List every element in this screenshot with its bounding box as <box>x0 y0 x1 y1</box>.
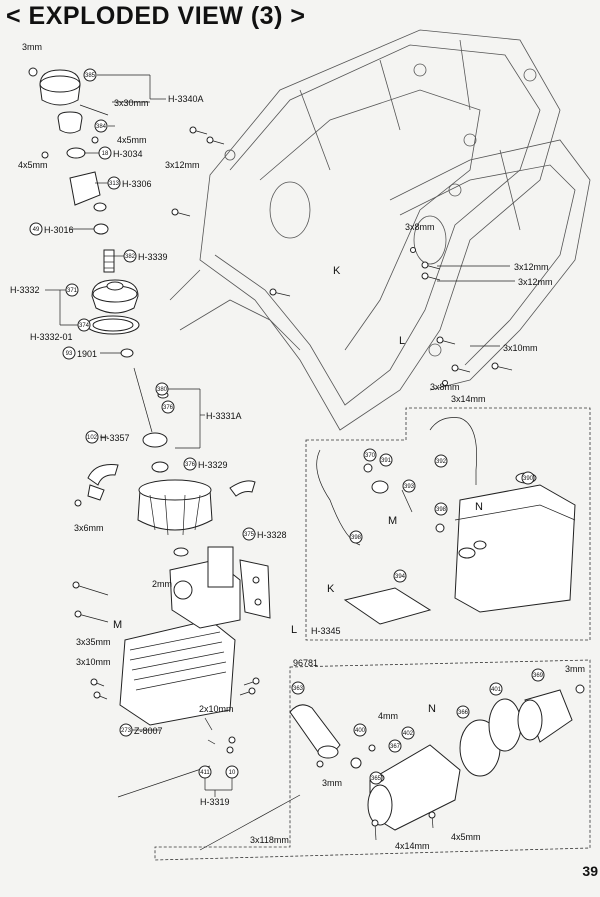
label-n-tank: N <box>475 501 483 513</box>
page-title: < EXPLODED VIEW (3) > <box>6 2 306 30</box>
callout-10: 10 <box>229 770 236 776</box>
callout-384: 384 <box>96 124 107 130</box>
page-number: 39 <box>582 863 598 879</box>
leader-lines <box>45 74 515 797</box>
callout-382: 382 <box>125 254 136 260</box>
callout-116: 398 <box>436 507 447 513</box>
label-h3328: H-3328 <box>257 530 287 540</box>
clutch-stack <box>28 67 256 557</box>
callout-371: 371 <box>67 288 78 294</box>
label-4x14mm: 4x14mm <box>395 841 430 851</box>
label-3x14mm: 3x14mm <box>451 394 486 404</box>
callout-400: 400 <box>355 728 366 734</box>
callout-401: 401 <box>491 687 502 693</box>
callout-93: 93 <box>66 351 73 357</box>
label-h3306: H-3306 <box>122 179 152 189</box>
label-3mm-right: 3mm <box>565 664 585 674</box>
callout-363: 363 <box>293 686 304 692</box>
engine <box>72 546 301 851</box>
callout-102: 102 <box>87 435 98 441</box>
chassis-frame <box>169 29 591 431</box>
label-h3329: H-3329 <box>198 460 228 470</box>
label-3mm-top: 3mm <box>22 42 42 52</box>
label-l-engine: L <box>291 624 297 636</box>
label-4x5mm-b: 4x5mm <box>18 160 48 170</box>
callout-365: 365 <box>371 776 382 782</box>
callout-402: 402 <box>403 731 414 737</box>
label-3x6mm: 3x6mm <box>74 523 104 533</box>
callout-394: 394 <box>395 574 406 580</box>
label-h3357: H-3357 <box>100 433 130 443</box>
label-h3016: H-3016 <box>44 225 74 235</box>
fuel-tank-group <box>305 407 591 641</box>
callout-391: 391 <box>381 458 392 464</box>
text-labels: 3mm 3x30mm H-3340A 4x5mm 4x5mm H-3034 H-… <box>10 42 585 851</box>
label-h3332-01: H-3332-01 <box>30 332 73 342</box>
label-1901: 1901 <box>77 349 97 359</box>
label-3x118mm: 3x118mm <box>250 835 289 845</box>
label-h3339: H-3339 <box>138 252 168 262</box>
label-h3319: H-3319 <box>200 797 230 807</box>
chassis-screws <box>171 126 513 386</box>
callout-393: 393 <box>404 484 415 490</box>
label-4x5mm-a: 4x5mm <box>117 135 147 145</box>
callout-392: 392 <box>436 459 447 465</box>
callout-385: 385 <box>85 73 96 79</box>
label-l-chassis: L <box>399 335 405 347</box>
callout-18: 18 <box>102 151 109 157</box>
callout-366: 366 <box>458 710 469 716</box>
label-3x30mm: 3x30mm <box>114 98 149 108</box>
callout-376-small: 376 <box>163 405 174 411</box>
label-h3034: H-3034 <box>113 149 143 159</box>
callout-369: 369 <box>533 673 544 679</box>
label-3x10mm-right: 3x10mm <box>503 343 538 353</box>
label-3x12mm-b: 3x12mm <box>514 262 549 272</box>
nut-3mm <box>28 67 38 77</box>
callout-376: 376 <box>185 462 196 468</box>
callout-367: 367 <box>390 744 401 750</box>
label-3mm-mid: 3mm <box>322 778 342 788</box>
label-h3345: H-3345 <box>311 626 341 636</box>
label-4x5mm-c: 4x5mm <box>451 832 481 842</box>
label-3x8mm-a: 3x8mm <box>405 222 435 232</box>
label-3x12mm-a: 3x12mm <box>165 160 200 170</box>
callout-375: 375 <box>244 532 255 538</box>
label-2x10mm: 2x10mm <box>199 704 234 714</box>
muffler-group <box>154 659 591 861</box>
callout-370: 370 <box>365 453 376 459</box>
label-k-chassis: K <box>333 265 341 277</box>
callout-398: 398 <box>351 535 362 541</box>
callout-380: 380 <box>157 387 168 393</box>
label-h3340a: H-3340A <box>168 94 204 104</box>
label-m-engine: M <box>113 619 122 631</box>
callout-circles: 385 384 18 313 49 382 371 374 93 380 376… <box>29 68 545 785</box>
label-3x12mm-c: 3x12mm <box>518 277 553 287</box>
label-h3331a: H-3331A <box>206 411 242 421</box>
label-4mm: 4mm <box>378 711 398 721</box>
label-2mm: 2mm <box>152 579 172 589</box>
label-3x8mm-b: 3x8mm <box>430 382 460 392</box>
label-h3332: H-3332 <box>10 285 40 295</box>
label-3x10mm-left: 3x10mm <box>76 657 111 667</box>
callout-411: 411 <box>200 770 210 776</box>
label-k-tank: K <box>327 583 335 595</box>
callout-273: 273 <box>121 728 132 734</box>
label-96781: 96781 <box>293 658 318 668</box>
label-m-tank: M <box>388 515 397 527</box>
callout-49: 49 <box>33 227 40 233</box>
label-z8007: Z-8007 <box>134 726 163 736</box>
label-3x35mm: 3x35mm <box>76 637 111 647</box>
label-n-muffler: N <box>428 703 436 715</box>
callout-390: 390 <box>523 476 534 482</box>
callout-374: 374 <box>79 323 90 329</box>
callout-313: 313 <box>109 181 120 187</box>
